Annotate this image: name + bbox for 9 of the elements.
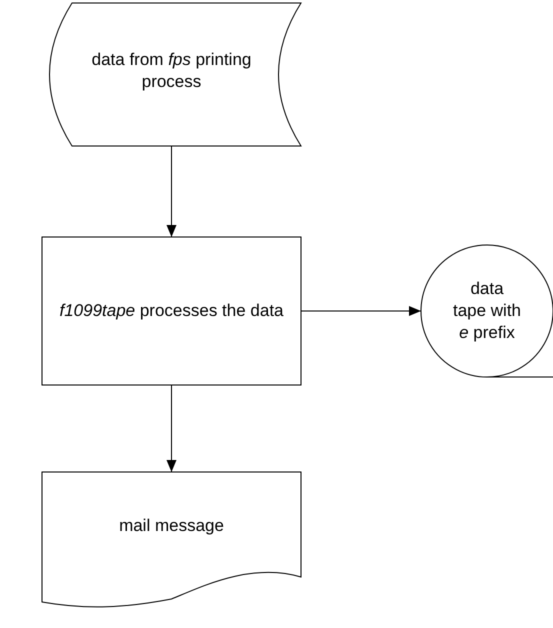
document-shape (42, 472, 301, 607)
node-label: data from fps printing process (90, 48, 252, 92)
process-box (42, 237, 301, 385)
arrow (166, 384, 176, 472)
arrow (166, 146, 176, 238)
arrow (300, 306, 422, 316)
node-label: f1099tape processes the data (58, 300, 284, 322)
node-label: data tape with e prefix (452, 278, 522, 344)
node-label: mail message (118, 514, 225, 536)
